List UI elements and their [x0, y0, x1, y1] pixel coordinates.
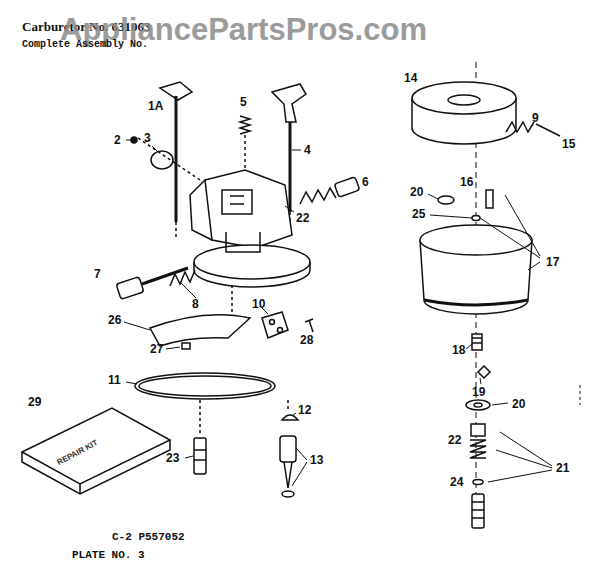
callout-number: 4: [304, 144, 311, 156]
main-jet-assembly: [470, 424, 486, 528]
subtitle: Complete Assembly No.: [22, 40, 148, 50]
callout-number: 20: [512, 398, 525, 410]
callout-number: 23: [166, 452, 179, 464]
callout-number: 14: [404, 72, 417, 84]
screw-and-plate: [131, 137, 200, 180]
plate-code: C-2 P557052: [112, 532, 185, 543]
callout-number: 21: [556, 462, 569, 474]
callout-number: 22: [296, 212, 309, 224]
callout-number: 5: [240, 96, 247, 108]
callout-number: 18: [452, 344, 465, 356]
callout-number: 25: [412, 208, 425, 220]
callout-number: 15: [562, 138, 575, 150]
bracket: [488, 385, 580, 482]
callout-number: 29: [28, 396, 41, 408]
callout-number: 2: [114, 134, 121, 146]
callout-number: 22: [448, 434, 461, 446]
callout-number: 16: [460, 176, 473, 188]
gasket-ring: [135, 373, 275, 399]
leader-lines: [124, 140, 508, 486]
idle-screw: [300, 177, 360, 204]
callout-number: 6: [362, 176, 369, 188]
callout-number: 28: [300, 334, 313, 346]
spring: [240, 116, 250, 170]
carburetor-body: [190, 170, 310, 287]
callout-number: 11: [108, 374, 121, 386]
fuel-bowl: [420, 195, 540, 314]
callout-number: 20: [410, 186, 423, 198]
callout-number: 27: [150, 343, 163, 355]
callout-number: 17: [546, 256, 559, 268]
needle-valve: [280, 400, 298, 497]
callout-number: 7: [94, 268, 101, 280]
callout-number: 3: [144, 132, 151, 144]
callout-number: 1A: [148, 100, 163, 112]
callout-number: 19: [472, 386, 485, 398]
mixture-screw: [116, 268, 195, 299]
callout-number: 24: [450, 476, 463, 488]
callout-number: 12: [298, 404, 311, 416]
repair-kit-box: [22, 408, 170, 494]
callout-number: 26: [108, 314, 121, 326]
float: [412, 82, 516, 144]
callout-number: 10: [252, 298, 265, 310]
callout-number: 9: [532, 112, 539, 124]
bowl-fittings: [466, 334, 490, 410]
float-plate: [150, 285, 250, 349]
plate-number: PLATE NO. 3: [72, 550, 145, 561]
callout-number: 13: [310, 454, 323, 466]
fuel-fitting: [194, 400, 206, 474]
callout-number: 8: [192, 298, 199, 310]
float-spring: [506, 122, 560, 136]
